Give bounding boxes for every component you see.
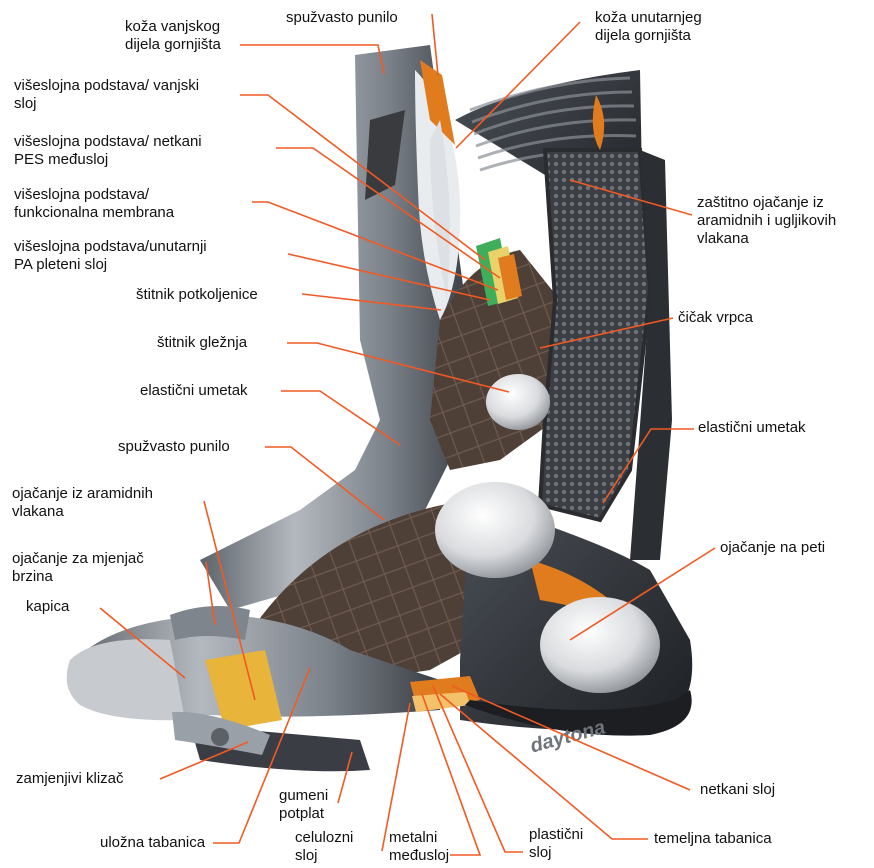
label-line: koža vanjskog <box>125 18 221 36</box>
label-line: kapica <box>26 598 69 616</box>
label-zastitno: zaštitno ojačanje iz aramidnih i ugljiko… <box>697 194 836 248</box>
label-line: zamjenjivi klizač <box>16 770 124 788</box>
label-koza-unutarnjeg: koža unutarnjeg dijela gornjišta <box>595 9 702 45</box>
label-plasticni: plastični sloj <box>529 826 583 862</box>
label-line: elastični umetak <box>140 382 248 400</box>
label-line: dijela gornjišta <box>595 27 702 45</box>
label-ojacanje-peti: ojačanje na peti <box>720 539 825 557</box>
label-line: gumeni <box>279 787 328 805</box>
label-stitnik-gleznja: štitnik gležnja <box>157 334 247 352</box>
label-line: ojačanje na peti <box>720 539 825 557</box>
label-line: brzina <box>12 568 144 586</box>
label-temeljna: temeljna tabanica <box>654 830 772 848</box>
label-line: vlakana <box>12 503 153 521</box>
label-spuzvasto-mid: spužvasto punilo <box>118 438 230 456</box>
label-elasticni-left: elastični umetak <box>140 382 248 400</box>
label-line: sloj <box>14 95 199 113</box>
label-line: koža unutarnjeg <box>595 9 702 27</box>
label-line: sloj <box>529 844 583 862</box>
label-line: ojačanje iz aramidnih <box>12 485 153 503</box>
label-ojacanje-mjenjac: ojačanje za mjenjač brzina <box>12 550 144 586</box>
label-zamjenjivi: zamjenjivi klizač <box>16 770 124 788</box>
label-line: dijela gornjišta <box>125 36 221 54</box>
label-visesl-netkani: višeslojna podstava/ netkani PES međuslo… <box>14 133 202 169</box>
label-line: aramidnih i ugljikovih <box>697 212 836 230</box>
label-line: elastični umetak <box>698 419 806 437</box>
label-line: PES međusloj <box>14 151 202 169</box>
label-line: zaštitno ojačanje iz <box>697 194 836 212</box>
label-line: PA pleteni sloj <box>14 256 207 274</box>
label-line: funkcionalna membrana <box>14 204 174 222</box>
label-ojacanje-aramid: ojačanje iz aramidnih vlakana <box>12 485 153 521</box>
label-line: štitnik gležnja <box>157 334 247 352</box>
label-visesl-funkc: višeslojna podstava/ funkcionalna membra… <box>14 186 174 222</box>
label-line: temeljna tabanica <box>654 830 772 848</box>
label-line: spužvasto punilo <box>118 438 230 456</box>
label-gumeni: gumeni potplat <box>279 787 328 823</box>
label-cicak: čičak vrpca <box>678 309 753 327</box>
label-line: višeslojna podstava/ netkani <box>14 133 202 151</box>
label-line: potplat <box>279 805 328 823</box>
label-koza-vanjskog: koža vanjskog dijela gornjišta <box>125 18 221 54</box>
label-netkani: netkani sloj <box>700 781 775 799</box>
label-line: ojačanje za mjenjač <box>12 550 144 568</box>
label-elasticni-right: elastični umetak <box>698 419 806 437</box>
label-ulozna: uložna tabanica <box>100 834 205 852</box>
leader-spuzvasto-top <box>432 14 438 75</box>
label-metalni: metalni međusloj <box>389 829 449 865</box>
label-line: vlakana <box>697 230 836 248</box>
label-line: višeslojna podstava/unutarnji <box>14 238 207 256</box>
label-line: štitnik potkoljenice <box>136 286 258 304</box>
label-line: višeslojna podstava/ <box>14 186 174 204</box>
label-line: višeslojna podstava/ vanjski <box>14 77 199 95</box>
label-kapica: kapica <box>26 598 69 616</box>
label-visesl-unutarnji: višeslojna podstava/unutarnji PA pleteni… <box>14 238 207 274</box>
label-line: sloj <box>295 847 353 865</box>
label-line: uložna tabanica <box>100 834 205 852</box>
label-line: celulozni <box>295 829 353 847</box>
label-line: plastični <box>529 826 583 844</box>
label-line: netkani sloj <box>700 781 775 799</box>
label-stitnik-potkoljenice: štitnik potkoljenice <box>136 286 258 304</box>
label-line: čičak vrpca <box>678 309 753 327</box>
label-visesl-vanjski: višeslojna podstava/ vanjski sloj <box>14 77 199 113</box>
label-celulozni: celulozni sloj <box>295 829 353 865</box>
label-spuzvasto-top: spužvasto punilo <box>286 9 398 27</box>
label-line: međusloj <box>389 847 449 865</box>
label-line: spužvasto punilo <box>286 9 398 27</box>
label-line: metalni <box>389 829 449 847</box>
